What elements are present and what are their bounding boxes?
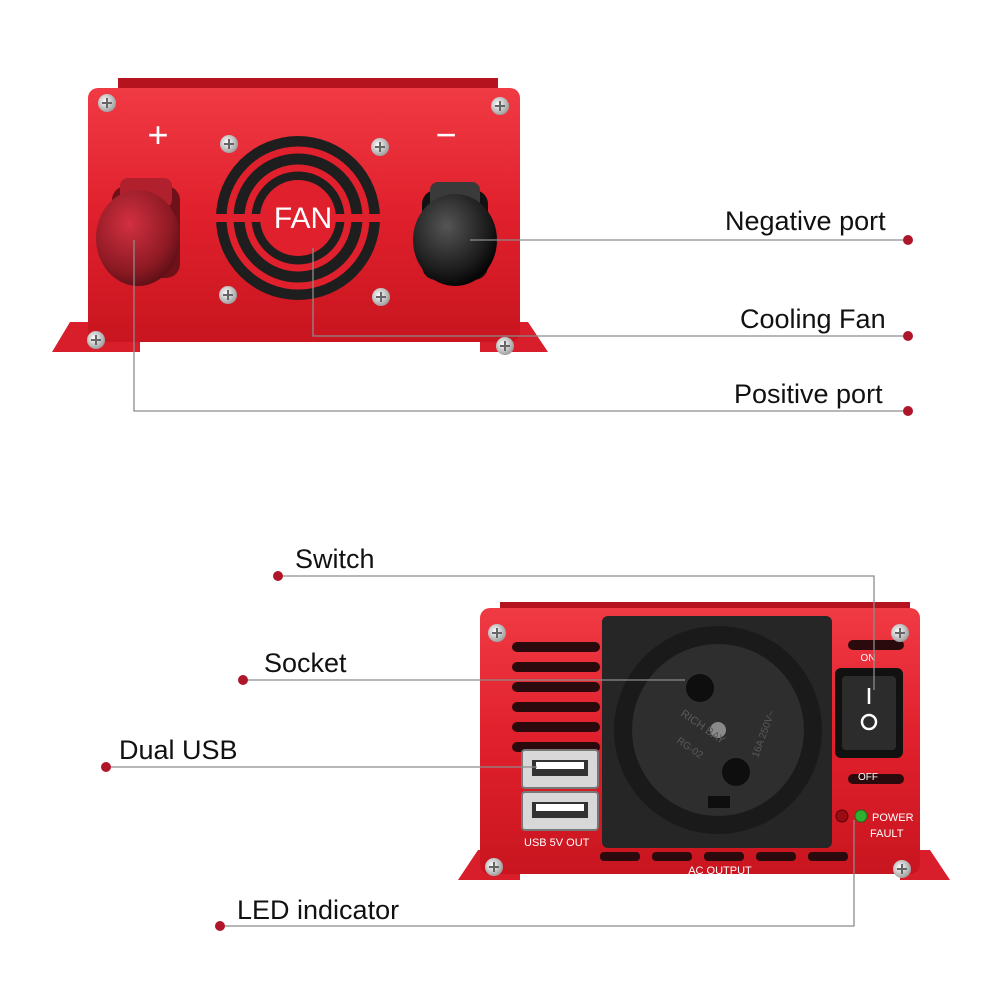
leader-cooling-fan <box>312 248 908 337</box>
fault-led-label: FAULT <box>870 828 904 840</box>
callout-positive-port: Positive port <box>734 379 883 409</box>
leader-switch <box>278 575 875 690</box>
bottom-leader-lines <box>106 575 875 927</box>
negative-symbol: − <box>435 114 456 155</box>
leader-positive-port <box>133 240 908 412</box>
led-indicators <box>835 809 868 823</box>
screw <box>491 97 509 115</box>
power-switch[interactable] <box>835 668 903 758</box>
callout-dot <box>903 406 913 416</box>
leader-led-indicator <box>220 820 855 927</box>
inverter-outlet-side: RICH BAY RG-02 16A 250V~ USB 5V OUT AC O… <box>458 602 950 880</box>
usb-port[interactable] <box>521 791 599 831</box>
fan-label: FAN <box>274 202 332 235</box>
callout-dual-usb: Dual USB <box>119 735 238 765</box>
top-leader-lines <box>133 239 908 412</box>
callout-dot <box>903 331 913 341</box>
negative-terminal[interactable] <box>413 182 497 286</box>
callout-dot <box>273 571 283 581</box>
top-edge <box>500 602 910 612</box>
screw <box>496 337 514 355</box>
screw <box>372 288 390 306</box>
power-led-label: POWER <box>872 812 914 824</box>
screw <box>488 624 506 642</box>
positive-terminal[interactable] <box>96 178 180 286</box>
callout-dot <box>903 235 913 245</box>
positive-symbol: + <box>147 114 168 155</box>
callout-negative-port: Negative port <box>725 206 886 236</box>
screw <box>87 331 105 349</box>
screw <box>371 138 389 156</box>
callout-led-indicator: LED indicator <box>237 895 400 925</box>
cooling-fan-grille: FAN <box>214 136 382 300</box>
switch-on-label: ON <box>861 653 876 664</box>
callout-socket: Socket <box>264 648 347 678</box>
screw <box>485 858 503 876</box>
callout-dot <box>215 921 225 931</box>
power-led <box>854 809 868 823</box>
screw <box>98 94 116 112</box>
screw <box>219 286 237 304</box>
ac-output-label: AC OUTPUT <box>688 865 752 877</box>
callout-cooling-fan: Cooling Fan <box>740 304 886 334</box>
vent-slots <box>848 640 904 784</box>
screw <box>220 135 238 153</box>
screw <box>893 860 911 878</box>
vent-slots <box>600 852 848 861</box>
callout-switch: Switch <box>295 544 375 574</box>
fault-led <box>835 809 849 823</box>
ac-socket[interactable]: RICH BAY RG-02 16A 250V~ <box>602 616 832 848</box>
usb-port[interactable] <box>521 749 599 789</box>
inverter-terminal-side: FAN + − <box>52 78 548 355</box>
switch-off-label: OFF <box>858 772 878 783</box>
callout-dot <box>101 762 111 772</box>
screw <box>891 624 909 642</box>
callout-dot <box>238 675 248 685</box>
usb-label: USB 5V OUT <box>524 837 590 849</box>
